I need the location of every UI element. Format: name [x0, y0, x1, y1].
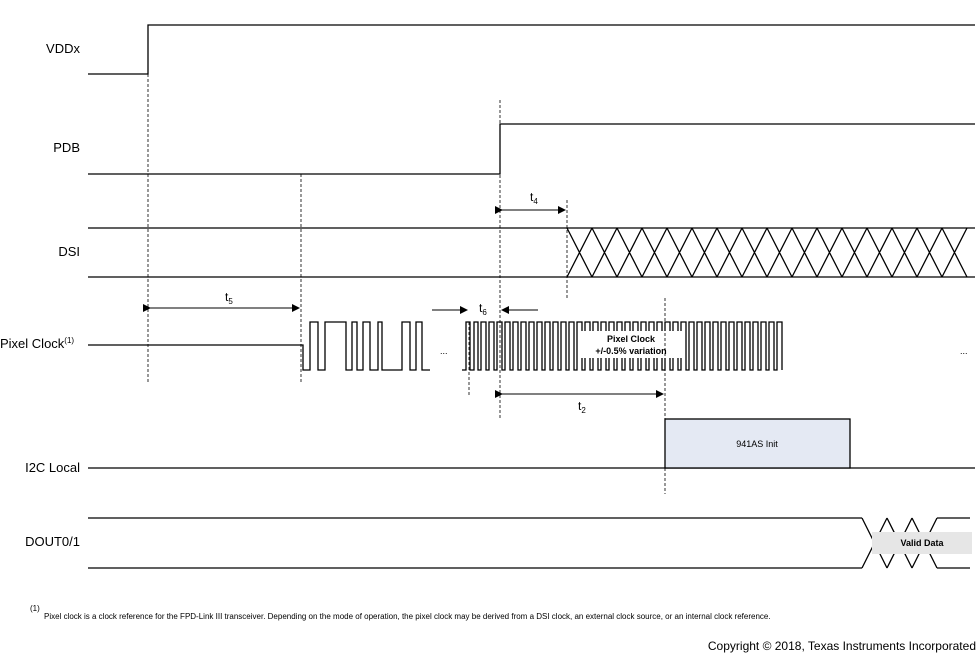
t6-sub: 6	[482, 308, 487, 317]
pdb-waveform	[88, 123, 975, 175]
t2-label: t2	[578, 399, 586, 415]
label-i2c-local: I2C Local	[25, 460, 80, 475]
pixel-clock-note-line1: Pixel Clock	[607, 334, 656, 344]
footnote-ref: (1)	[64, 336, 74, 345]
dsi-waveform	[88, 227, 975, 278]
pixel-clock-ellipsis: ...	[440, 346, 448, 356]
t4-main: t	[530, 190, 534, 204]
vddx-waveform	[88, 24, 975, 75]
copyright: Copyright © 2018, Texas Instruments Inco…	[708, 639, 976, 653]
pixel-clock-ellipsis-end: ...	[960, 346, 968, 356]
t6-main: t	[479, 301, 483, 315]
label-pdb: PDB	[53, 140, 80, 155]
pixel-clock-note-line2: +/-0.5% variation	[595, 346, 666, 356]
footnote-marker: (1)	[30, 604, 40, 613]
label-pixel-clock-text: Pixel Clock	[0, 336, 65, 351]
label-vddx: VDDx	[46, 41, 80, 56]
init-box-label: 941AS Init	[736, 439, 778, 449]
t2-main: t	[578, 399, 582, 413]
t2-sub: 2	[581, 406, 586, 415]
t5-label: t5	[225, 290, 233, 306]
t4-label: t4	[530, 190, 538, 206]
label-dout: DOUT0/1	[25, 534, 80, 549]
t6-label: t6	[479, 301, 487, 317]
pixel-clock-waveform	[88, 321, 783, 371]
dout-waveform	[88, 517, 970, 569]
footnote-text: Pixel clock is a clock reference for the…	[44, 612, 771, 621]
t5-sub: 5	[228, 297, 233, 306]
label-pixel-clock: Pixel Clock(1)	[0, 336, 74, 351]
t5-main: t	[225, 290, 229, 304]
valid-data-bg	[872, 532, 972, 554]
t4-sub: 4	[533, 197, 538, 206]
label-dsi: DSI	[58, 244, 80, 259]
valid-data-label: Valid Data	[900, 538, 944, 548]
